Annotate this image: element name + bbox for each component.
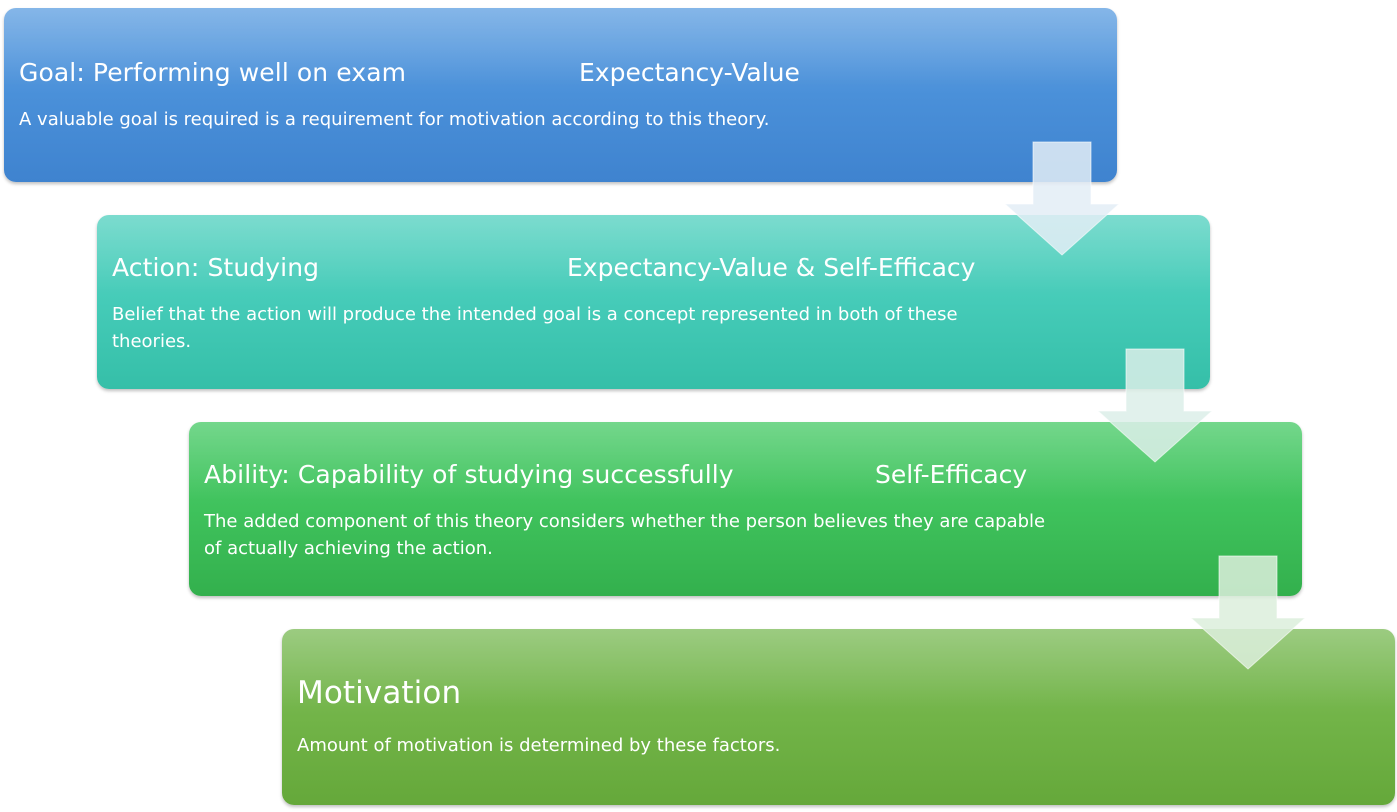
step-description: A valuable goal is required is a require… [19,109,770,130]
step-theory-label: Expectancy-Value [579,58,800,87]
step-goal-box: Goal: Performing well on exam Expectancy… [4,8,1117,182]
step-theory-label: Self-Efficacy [875,460,1028,489]
down-arrow-icon [1096,348,1214,463]
step-title: Goal: Performing well on exam [19,58,407,87]
step-motivation-box: Motivation Amount of motivation is deter… [282,629,1395,805]
step-title: Ability: Capability of studying successf… [204,460,734,489]
step-theory-label: Expectancy-Value & Self-Efficacy [567,253,976,282]
step-description: Belief that the action will produce the … [112,304,958,352]
down-arrow-icon [1189,555,1307,670]
step-title: Action: Studying [112,253,320,282]
step-action-box: Action: Studying Expectancy-Value & Self… [97,215,1210,389]
step-description: The added component of this theory consi… [204,511,1046,559]
step-ability-box: Ability: Capability of studying successf… [189,422,1302,596]
step-title: Motivation [297,675,462,711]
step-description: Amount of motivation is determined by th… [297,735,781,756]
down-arrow-icon [1003,141,1121,256]
